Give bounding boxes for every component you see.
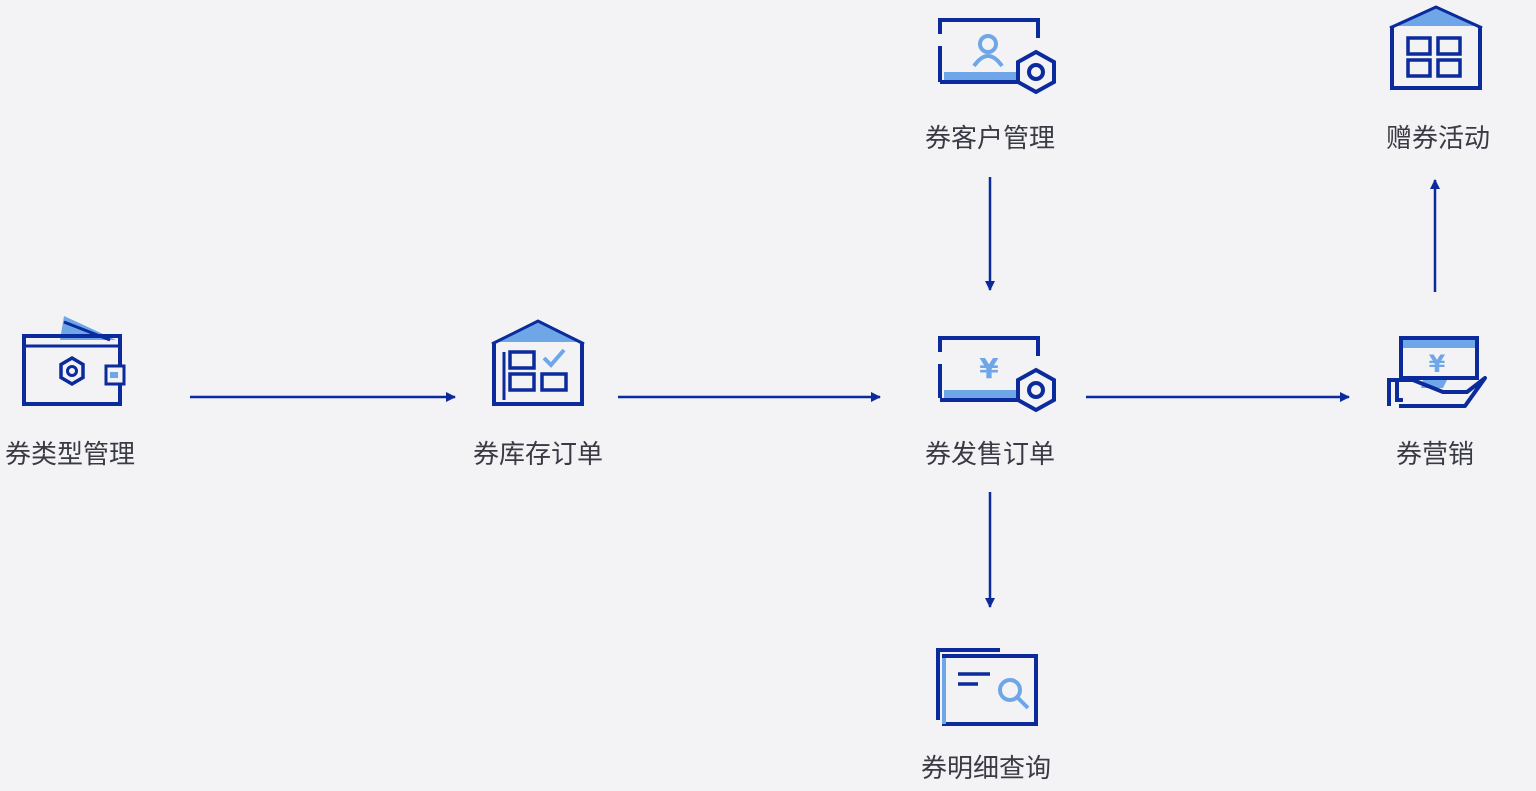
warehouse-check-icon bbox=[491, 319, 585, 406]
node-label: 券发售订单 bbox=[924, 440, 1055, 470]
wallet-gear-icon bbox=[22, 316, 126, 406]
node-gift-activity[interactable]: 赠券活动 bbox=[1328, 0, 1536, 170]
node-label: 赠券活动 bbox=[1385, 124, 1490, 154]
node-label: 券类型管理 bbox=[4, 440, 135, 470]
node-coupon-detail[interactable]: 券明细查询 bbox=[876, 630, 1096, 791]
node-coupon-marketing[interactable]: ¥ 券营销 bbox=[1325, 300, 1536, 480]
node-label: 券库存订单 bbox=[472, 440, 603, 470]
store-grid-icon bbox=[1389, 5, 1483, 90]
node-label: 券明细查询 bbox=[920, 754, 1051, 784]
svg-text:¥: ¥ bbox=[1429, 350, 1446, 378]
node-coupon-customer[interactable]: 券客户管理 bbox=[880, 0, 1100, 170]
node-coupon-sales[interactable]: ¥ 券发售订单 bbox=[880, 300, 1100, 480]
svg-text:¥: ¥ bbox=[979, 352, 999, 385]
node-label: 券客户管理 bbox=[924, 124, 1055, 154]
yen-ticket-gear-icon: ¥ bbox=[938, 336, 1056, 413]
user-card-gear-icon bbox=[938, 18, 1056, 95]
node-coupon-type[interactable]: 券类型管理 bbox=[0, 300, 220, 480]
document-search-icon bbox=[936, 648, 1038, 726]
hand-yen-card-icon: ¥ bbox=[1387, 336, 1487, 408]
node-label: 券营销 bbox=[1395, 440, 1474, 470]
node-coupon-inventory[interactable]: 券库存订单 bbox=[428, 300, 648, 480]
